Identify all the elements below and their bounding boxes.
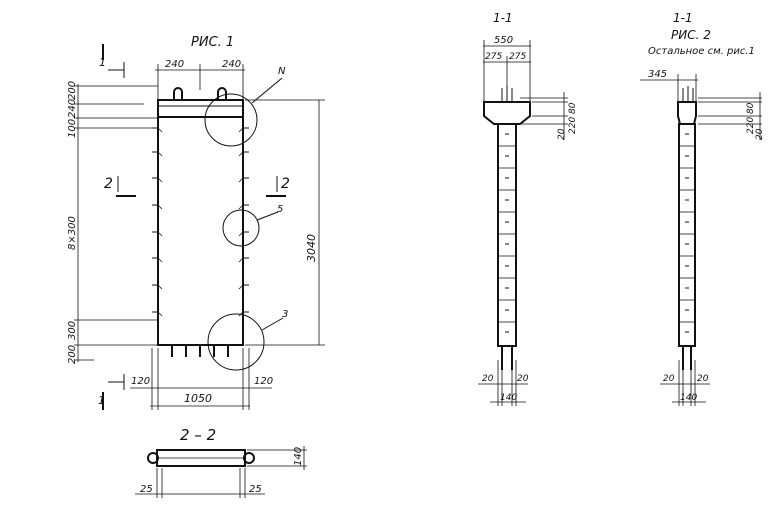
section-11b-dim-345: 345 — [648, 69, 667, 80]
section-11a-dim-bl: 20 — [482, 374, 494, 384]
section-22-loop-left — [147, 452, 159, 464]
fig1-title: РИС. 1 — [191, 35, 234, 50]
section-1-top-label: 1 — [99, 56, 106, 69]
dim-top-left: 240 — [165, 59, 184, 70]
section-22-dim-left: 25 — [140, 484, 153, 495]
section-1-bottom-label: 1 — [98, 394, 105, 407]
dim-bottom-right: 120 — [254, 376, 273, 387]
section-1-1-b: 1-1 РИС. 2 Остальное см. рис.1 345 80 22… — [640, 11, 765, 406]
figure-1: РИС. 1 N 5 3 240 240 — [67, 35, 325, 410]
section-11b-dim-220: 220 — [746, 117, 756, 134]
section-11a-dim-top: 550 — [494, 35, 513, 46]
section-11b-fig: РИС. 2 — [671, 28, 711, 42]
section-11a-dim-220: 220 — [568, 117, 578, 134]
bottom-rebars — [171, 345, 229, 357]
callout-n: N — [278, 66, 286, 77]
section-11a-dim-r: 275 — [509, 52, 526, 62]
section-11b-note: Остальное см. рис.1 — [648, 46, 755, 57]
section-22-loop-right — [243, 452, 255, 464]
section-11b-title: 1-1 — [673, 11, 693, 25]
section-11a-dim-20: 20 — [557, 128, 567, 140]
callout-circle-5 — [222, 209, 260, 247]
callout-circle-3 — [207, 313, 265, 371]
dim-width: 1050 — [184, 392, 212, 405]
section-2-right-label: 2 — [281, 176, 290, 192]
section-11a-title: 1-1 — [493, 11, 513, 25]
dim-v-8x300: 8×300 — [67, 216, 78, 250]
dim-top-right: 240 — [222, 59, 241, 70]
section-11b-dim-80: 80 — [746, 102, 756, 114]
section-11b-dim-20: 20 — [755, 128, 765, 140]
lifting-loop-left — [173, 87, 183, 100]
panel-top-cap — [157, 99, 244, 118]
section-11b-head — [677, 101, 697, 125]
section-11a-dim-br: 20 — [517, 374, 529, 384]
dim-v-300: 300 — [67, 321, 78, 340]
section-22-dim-h: 140 — [293, 447, 304, 466]
dim-bottom-left: 120 — [131, 376, 150, 387]
section-2-left-label: 2 — [104, 176, 113, 192]
section-11a-dim-140: 140 — [500, 393, 517, 403]
section-22-dim-right: 25 — [249, 484, 262, 495]
section-22-title: 2 – 2 — [180, 426, 216, 444]
dim-v-240: 240 — [67, 99, 78, 118]
section-1-1-a: 1-1 550 275 275 80 220 20 20 20 140 — [478, 11, 578, 406]
callout-circle-n — [204, 93, 258, 147]
dim-total-height: 3040 — [305, 234, 318, 262]
dim-v-200: 200 — [67, 81, 78, 100]
section-11a-dim-l: 275 — [485, 52, 502, 62]
section-11b-stem — [678, 123, 696, 347]
callout-5: 5 — [277, 204, 283, 215]
panel-outline — [157, 99, 244, 346]
section-11b-dim-br: 20 — [697, 374, 709, 384]
dim-v-200b: 200 — [67, 345, 78, 364]
section-11a-dim-80: 80 — [568, 102, 578, 114]
section-2-2: 2 – 2 140 25 25 — [135, 426, 307, 498]
section-11b-dim-bl: 20 — [663, 374, 675, 384]
section-11b-dim-140: 140 — [680, 393, 697, 403]
section-11a-head — [483, 101, 531, 125]
lifting-loop-right — [217, 87, 227, 100]
dim-v-100: 100 — [67, 119, 78, 138]
section-11a-stem — [497, 123, 517, 347]
callout-3: 3 — [282, 309, 288, 320]
panel-side-keys — [152, 127, 249, 317]
